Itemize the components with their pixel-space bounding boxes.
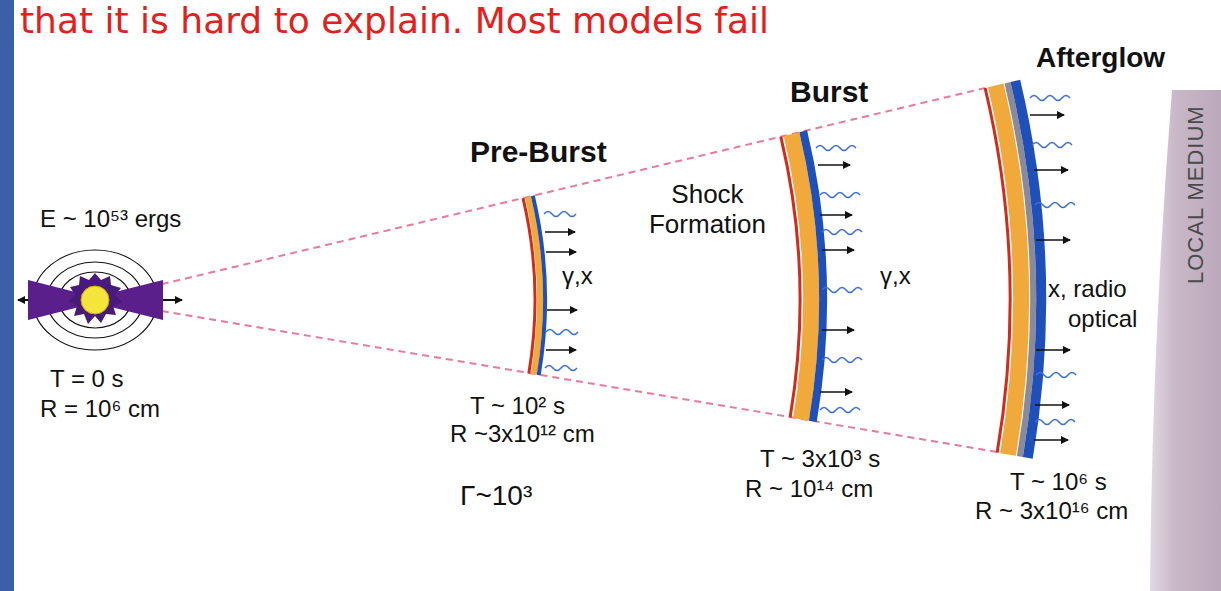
radius-label: R ~ 3x10¹⁶ cm: [975, 497, 1128, 525]
cone-line: [150, 88, 985, 287]
phase-heading: Pre-Burst: [470, 135, 607, 170]
region-label: LOCAL MEDIUM: [1183, 105, 1208, 284]
time-label: T ~ 10² s: [470, 392, 565, 420]
emission-label: γ,x: [562, 262, 593, 290]
energy-label: E ~ 10⁵³ ergs: [40, 205, 181, 233]
time-label: T ~ 3x10³ s: [760, 445, 880, 473]
emission-label: x, radio: [1048, 275, 1127, 303]
cone-line: [150, 309, 997, 452]
afterglow-shell: [985, 81, 1041, 458]
emission-label: optical: [1068, 305, 1137, 333]
lorentz-factor: Γ~10³: [460, 480, 532, 512]
side-strip: [0, 0, 14, 591]
time-label: T ~ 10⁶ s: [1010, 468, 1107, 496]
phase-heading: Afterglow: [1036, 42, 1165, 74]
pre-burst-shell: [523, 196, 545, 375]
slide-text: that it is hard to explain. Most models …: [20, 0, 769, 41]
radius-label: R = 10⁶ cm: [40, 395, 160, 423]
phase-heading: Burst: [790, 75, 868, 110]
radiation-waves: [544, 96, 1076, 425]
emission-label: γ,x: [880, 262, 911, 290]
radius-label: R ~3x10¹² cm: [450, 420, 595, 448]
central-engine: [18, 250, 182, 350]
medium-region: LOCAL MEDIUM: [1150, 90, 1221, 591]
process-label: Shock Formation: [645, 180, 770, 240]
time-label: T = 0 s: [50, 365, 124, 393]
burst-shell: [781, 131, 823, 421]
radius-label: R ~ 10¹⁴ cm: [745, 475, 873, 503]
motion-arrows: [545, 115, 1070, 440]
